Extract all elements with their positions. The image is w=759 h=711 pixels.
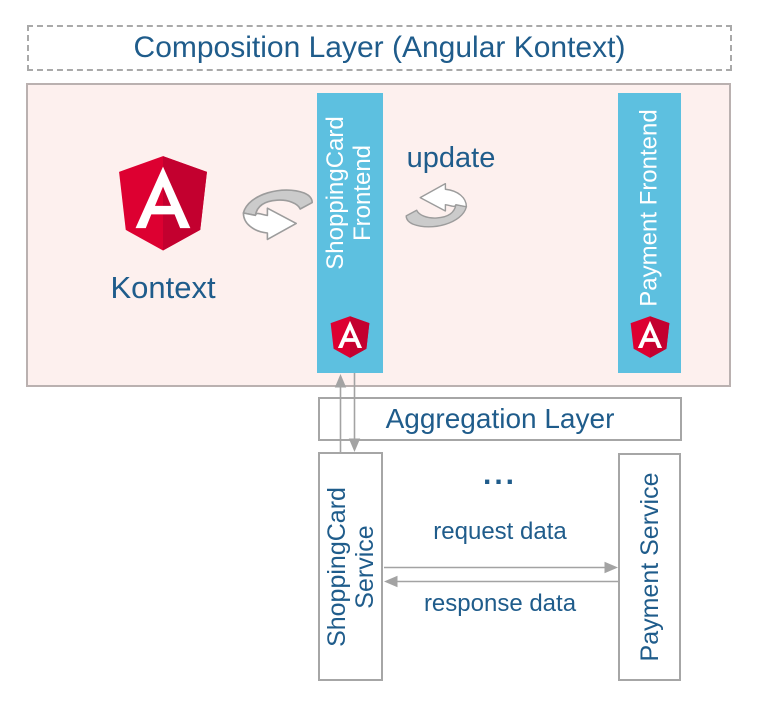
response-arrow-icon (384, 575, 618, 588)
shoppingcard-frontend-label-line1: ShoppingCard (322, 116, 350, 270)
more-services-ellipsis: ... (482, 458, 517, 491)
payment-service-box: Payment Service (618, 453, 681, 681)
shoppingcard-frontend-bar: ShoppingCard Frontend (317, 93, 383, 373)
angular-logo-icon (119, 156, 207, 251)
shoppingcard-frontend-label-line2: Frontend (349, 144, 376, 242)
shoppingcard-service-label: ShoppingCard Service (323, 487, 379, 647)
angular-logo-icon (630, 316, 669, 358)
arrow-down-icon (348, 373, 361, 452)
payment-service-label: Payment Service (635, 472, 664, 662)
circular-arrow-right-icon (242, 189, 313, 241)
angular-logo-icon (330, 316, 370, 358)
request-data-label: request data (433, 518, 567, 545)
aggregation-layer-box: Aggregation Layer (318, 397, 682, 441)
composition-layer-box: Composition Layer (Angular Kontext) (27, 25, 732, 71)
arrow-up-icon (334, 374, 347, 453)
circular-arrow-left-icon (405, 182, 468, 228)
update-label: update (406, 142, 496, 174)
shoppingcard-service-label-line1: ShoppingCard (322, 486, 351, 647)
kontext-label: Kontext (110, 270, 216, 305)
payment-frontend-bar: Payment Frontend (618, 93, 681, 373)
shoppingcard-frontend-label: ShoppingCard Frontend (322, 116, 377, 270)
composition-layer-title: Composition Layer (Angular Kontext) (133, 31, 626, 64)
aggregation-layer-title: Aggregation Layer (385, 403, 615, 434)
response-data-label: response data (423, 590, 577, 617)
payment-frontend-label: Payment Frontend (635, 109, 663, 307)
shoppingcard-service-box: ShoppingCard Service (318, 452, 383, 681)
request-arrow-icon (384, 561, 618, 574)
shoppingcard-service-label-line2: Service (350, 524, 379, 609)
